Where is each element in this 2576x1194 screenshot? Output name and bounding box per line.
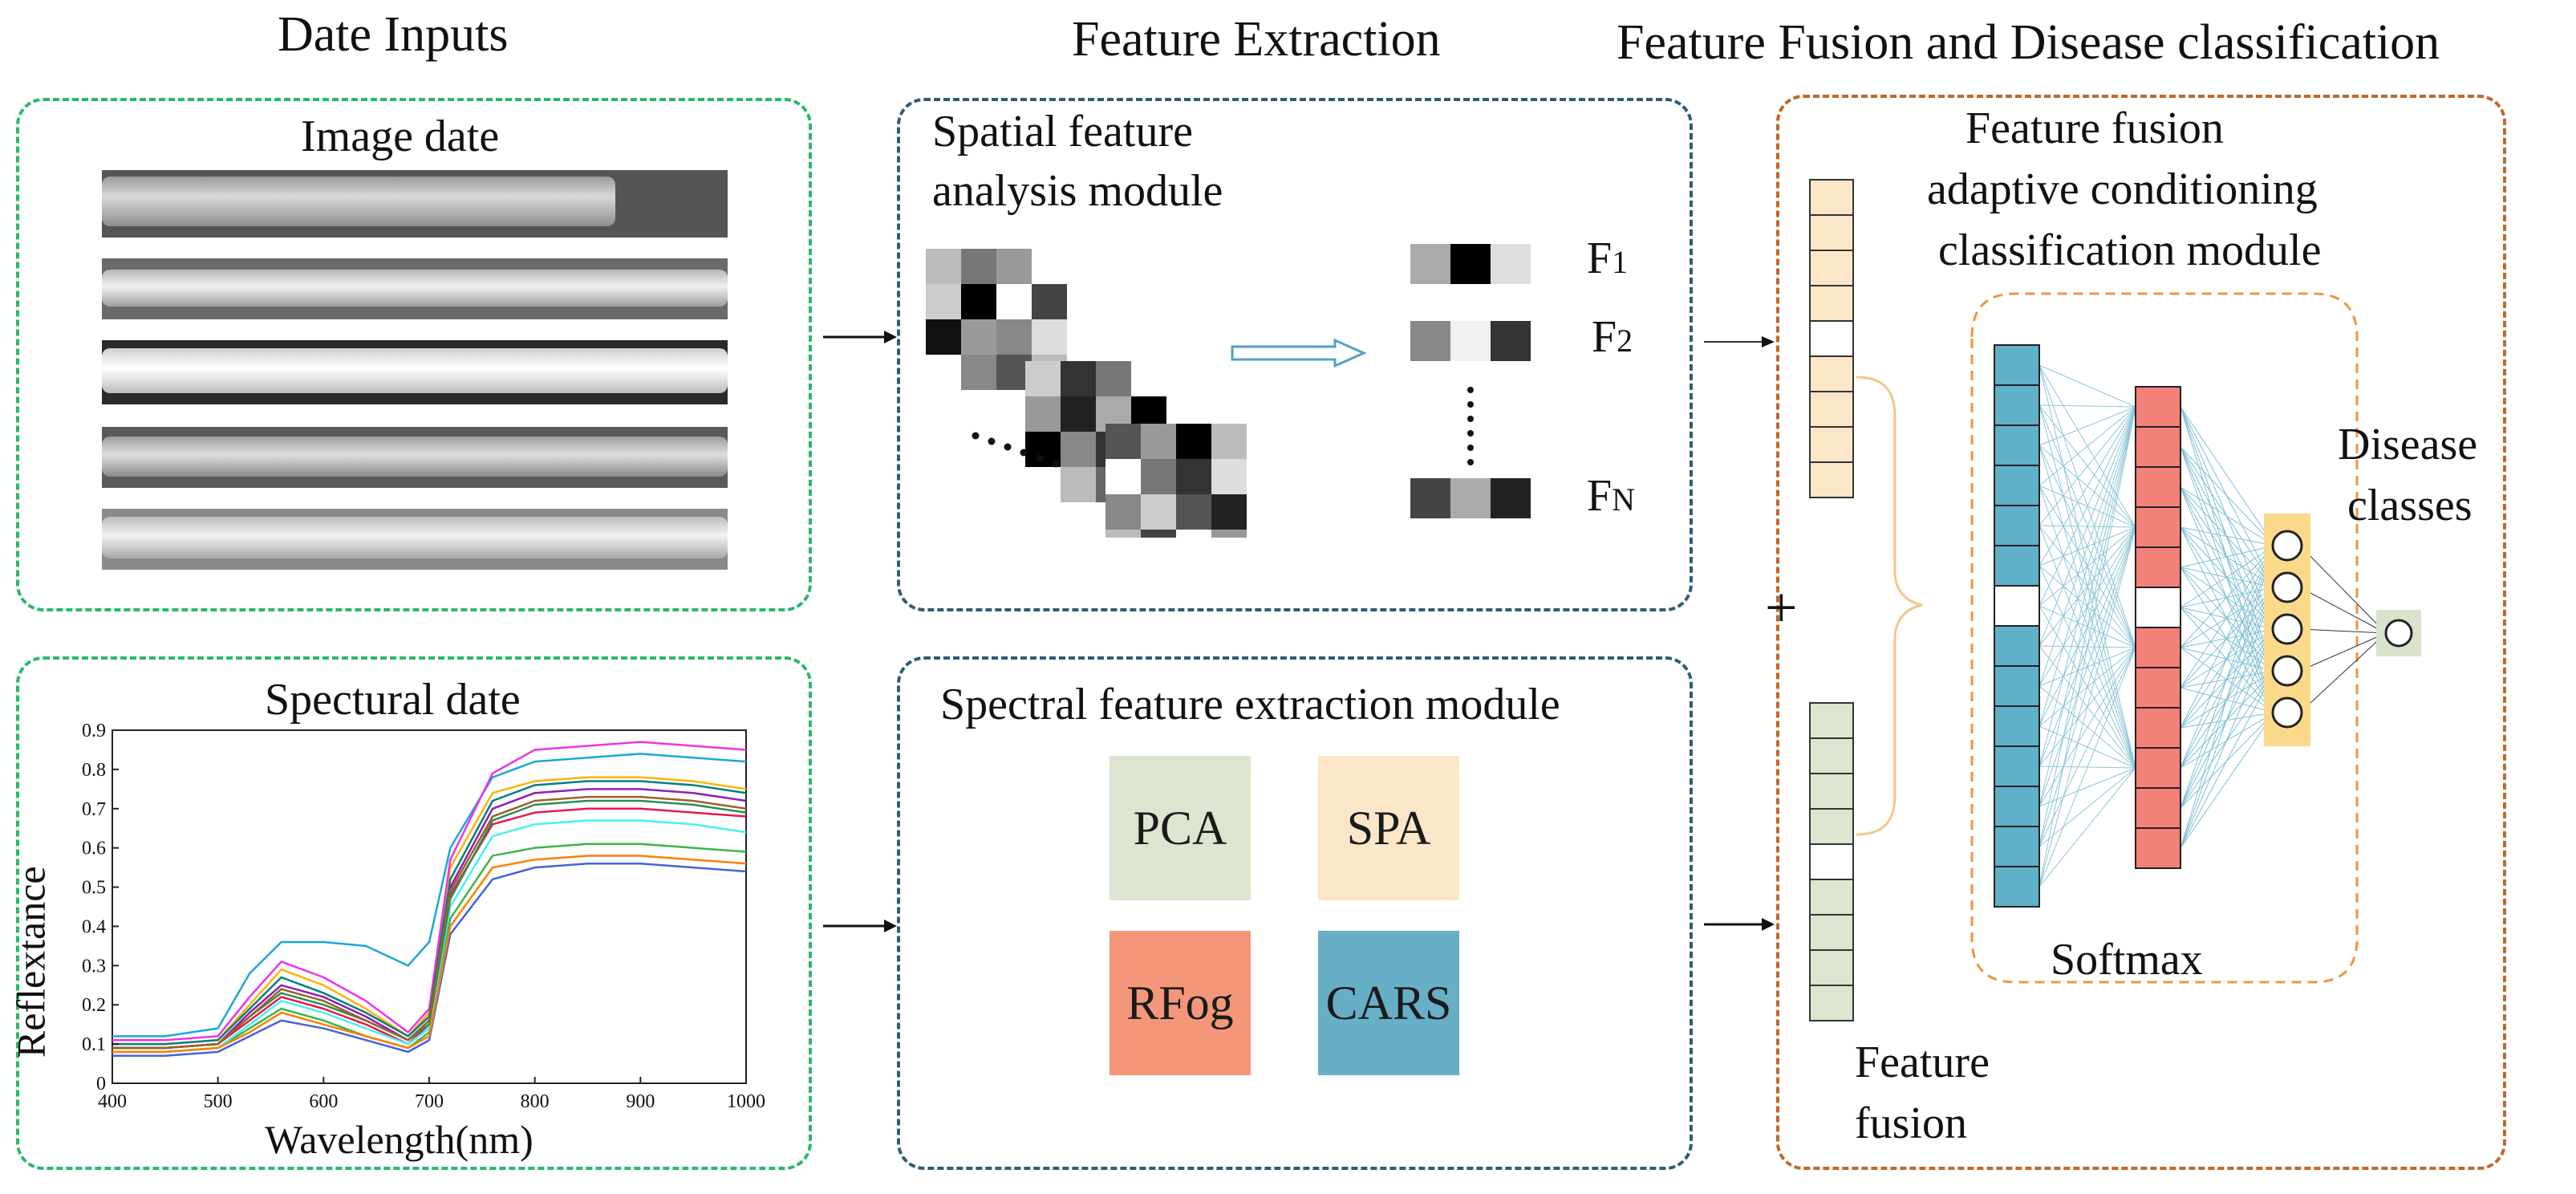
x-tick-label-800: 800 [521,1091,550,1112]
spectral-feature-module [897,656,1693,1170]
x-tick-label-500: 500 [204,1091,233,1112]
hidden-layer-red [2135,386,2181,869]
spatial-feature-vector [1809,179,1854,498]
disease-classes-line2: classes [2347,481,2473,530]
spectral-xlabel: Wavelength(nm) [265,1117,533,1162]
leaf-image-4 [102,427,728,488]
fusion-title-line3: classification module [1938,225,2322,275]
y-tick-label-0.8: 0.8 [82,760,106,781]
dot [1020,449,1028,457]
spectral-feature-vector [1809,702,1854,1021]
spectral-series-1 [112,843,747,1054]
dot [1052,460,1060,468]
y-tick-label-0.2: 0.2 [82,995,106,1016]
feature-label-f2: F2 [1592,312,1633,362]
x-tick-label-600: 600 [309,1091,338,1112]
spectral-series-0 [112,807,747,1050]
spectral-series-7 [112,741,747,1042]
fusion-title-line2: adaptive conditioning [1927,164,2318,214]
method-rfog: RFog [1110,931,1251,1075]
disease-classes-line1: Disease [2338,420,2478,469]
y-tick-label-0.6: 0.6 [82,839,106,859]
fusion-network-graphic [1809,179,2421,1021]
method-pca: PCA [1110,756,1251,900]
arrow-spectral-to-fusion [1704,918,1775,931]
heading-date-inputs: Date Inputs [278,7,509,62]
x-tick-label-900: 900 [626,1091,655,1112]
feature-vector-f1 [1410,244,1531,284]
feature-vectors [1410,244,1531,518]
feature-fusion-label-line1: Feature [1855,1038,1990,1087]
dot [1036,454,1044,462]
spectral-series-10 [112,780,747,1046]
patch-stack-graphic [926,249,1247,538]
spectral-date-title: Spectural date [265,675,521,725]
y-tick-label-0: 0 [96,1074,106,1094]
x-tick-label-400: 400 [98,1091,127,1112]
feature-fusion-label-line2: fusion [1855,1099,1967,1148]
dot [988,437,996,445]
hidden-layer-blue [1994,344,2040,908]
feature-vector-f2 [1410,321,1531,361]
image-date-title: Image date [301,112,500,161]
hollow-arrow [1231,338,1367,368]
x-tick-label-1000: 1000 [727,1091,765,1112]
spatial-module-title-line1: Spatial feature [932,107,1193,156]
spectral-series-4 [112,753,747,1038]
leaf-image-5 [102,509,728,570]
spectral-series-9 [112,855,747,1054]
image-date-panel [16,98,812,611]
fusion-title-line1: Feature fusion [1965,104,2224,153]
y-tick-label-0.1: 0.1 [82,1034,106,1055]
spectral-ylabel: Reflextance [8,866,54,1058]
arrow-spectral-to-extraction [823,920,897,932]
leaf-image-1 [102,170,728,238]
feature-label-fn: FN [1587,471,1636,521]
image-patch-3 [1105,424,1247,538]
softmax-label: Softmax [2051,935,2203,985]
leaf-image-2 [102,258,728,319]
y-tick-label-0.3: 0.3 [82,956,106,977]
dot [1004,443,1012,451]
heading-feature-extraction: Feature Extraction [1072,12,1441,67]
spatial-feature-module [897,98,1693,611]
spectral-date-panel [16,656,812,1170]
y-tick-label-0.7: 0.7 [82,799,106,820]
spectral-series-6 [112,819,747,1054]
fusion-classification-module [1776,95,2506,1170]
feature-vector-fn [1410,478,1531,518]
y-tick-label-0.4: 0.4 [82,916,106,937]
image-patch-1 [926,249,1067,390]
spectral-series-3 [112,862,747,1058]
arrow-image-to-spatial [823,331,897,343]
y-tick-label-0.9: 0.9 [82,722,106,741]
leaf-image-3 [102,340,728,404]
spectral-series-11 [112,795,747,1050]
softmax-region [1970,292,2359,984]
x-tick-label-700: 700 [415,1091,444,1112]
fusion-brace [1856,376,1923,836]
softmax-layer [2264,514,2310,746]
spectral-module-title: Spectral feature extraction module [940,680,1560,729]
plus-sign: + [1765,575,1798,640]
spatial-module-title-line2: analysis module [932,166,1223,216]
y-tick-label-0.5: 0.5 [82,878,106,899]
output-node [2376,610,2421,656]
arrow-spatial-to-fusion [1704,336,1775,347]
spectral-reflectance-chart: 400 500 600 700 800 900 1000 0 0.1 0.2 0.3 0.4 0.5 0.… [82,722,765,1112]
dot [972,432,980,440]
feature-label-f1: F1 [1587,234,1629,283]
heading-feature-fusion: Feature Fusion and Disease classificatio… [1617,15,2440,70]
method-cars: CARS [1318,931,1459,1075]
method-spa: SPA [1318,756,1459,900]
spectral-series-2 [112,776,747,1046]
